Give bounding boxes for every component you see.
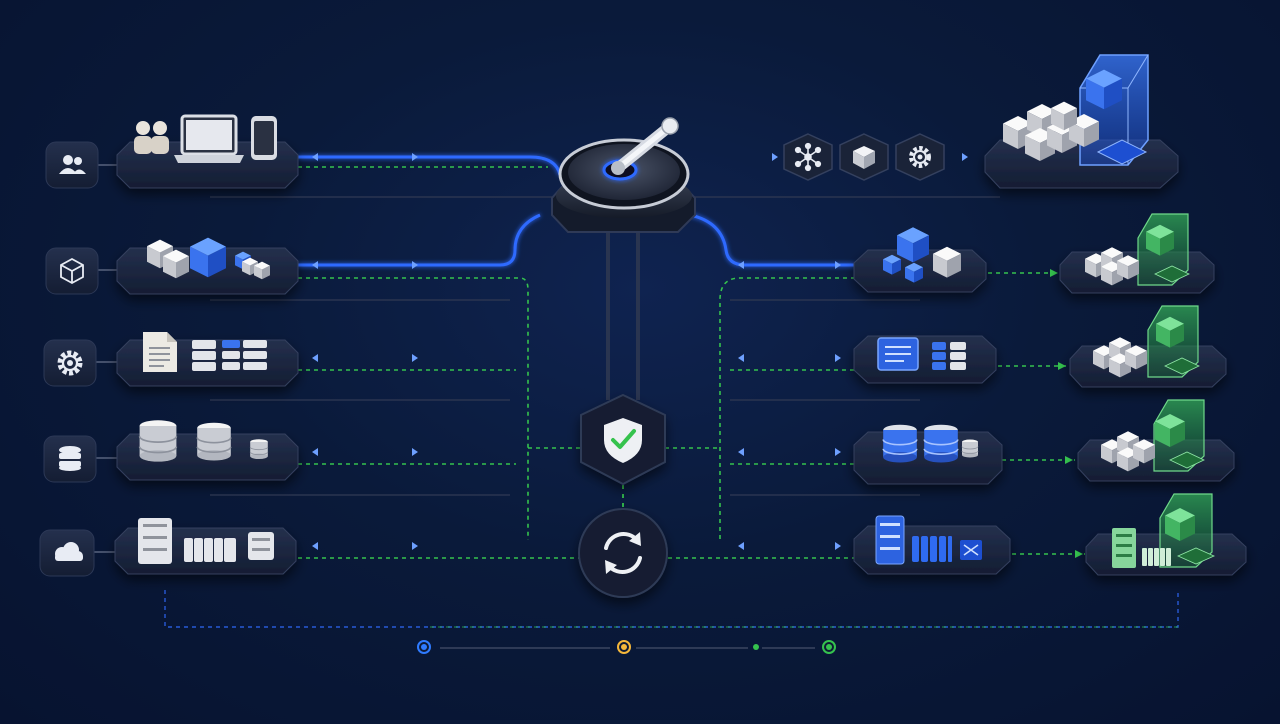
right-platforms — [853, 227, 1011, 575]
connections — [94, 155, 1179, 628]
green-container-icon-3[interactable] — [1077, 399, 1235, 482]
cloud-chip[interactable] — [39, 529, 95, 577]
cube-icon — [853, 146, 875, 169]
table-blue-icon — [932, 342, 966, 370]
gear-chip-top[interactable] — [895, 133, 945, 181]
gear-icon — [909, 146, 931, 168]
users-icon — [59, 155, 86, 174]
database-blue-icon — [882, 423, 918, 464]
cube-icon — [60, 257, 84, 285]
green-server-container-icon[interactable] — [1085, 493, 1247, 576]
right-connectors — [665, 155, 1085, 559]
switch-lever-icon[interactable] — [611, 117, 679, 175]
bottom-indicator-bar — [417, 640, 836, 654]
platform-r-services[interactable] — [853, 335, 997, 384]
document-blue-icon — [877, 337, 919, 371]
green-container-icon-2[interactable] — [1069, 305, 1227, 388]
left-icon-column — [39, 141, 99, 577]
sync-icon — [604, 532, 642, 574]
gear-chip[interactable] — [43, 339, 97, 387]
database-small-icon — [249, 438, 269, 460]
users-chip[interactable] — [45, 141, 99, 189]
document-icon — [143, 332, 177, 372]
mobile-phone-icon — [251, 116, 277, 160]
database-large-icon — [138, 419, 178, 463]
database-medium-icon — [196, 421, 232, 462]
database-blue-icon-2 — [923, 423, 959, 464]
laptop-icon — [174, 114, 244, 163]
switch-icon — [960, 540, 982, 560]
blue-container-icon[interactable] — [984, 54, 1179, 189]
database-white-icon — [961, 439, 979, 458]
cube-chip[interactable] — [45, 247, 99, 295]
indicator-dot-blue — [417, 640, 431, 654]
network-hub-chip[interactable] — [783, 133, 833, 181]
server-rack-blue-icon — [912, 536, 952, 562]
security-node[interactable] — [580, 393, 666, 486]
user-group-icon — [134, 121, 169, 154]
indicator-dot-green — [822, 640, 836, 654]
flow-arrows — [312, 153, 968, 550]
server-icon — [138, 518, 172, 564]
server-rack-icon — [184, 538, 236, 562]
database-icon — [59, 446, 81, 471]
server-blue-icon — [875, 515, 905, 565]
table-highlight-icon — [222, 340, 267, 370]
central-switch-hub[interactable] — [551, 117, 696, 233]
left-connectors — [298, 155, 585, 559]
network-hub-icon — [794, 142, 822, 172]
indicator-dot-yellow — [617, 640, 631, 654]
cube-chip-top[interactable] — [839, 133, 889, 181]
green-container-icon[interactable] — [1059, 213, 1215, 294]
server-small-icon — [248, 532, 274, 560]
database-chip[interactable] — [43, 435, 97, 483]
shield-check-icon — [604, 418, 642, 463]
table-icon — [192, 340, 216, 371]
gear-icon — [57, 350, 83, 376]
indicator-dot-green-small — [753, 644, 759, 650]
sync-node[interactable] — [578, 508, 668, 598]
left-platforms — [114, 114, 299, 575]
cloud-icon — [55, 542, 83, 561]
green-containers — [1059, 213, 1247, 576]
top-right-chain — [783, 133, 945, 181]
